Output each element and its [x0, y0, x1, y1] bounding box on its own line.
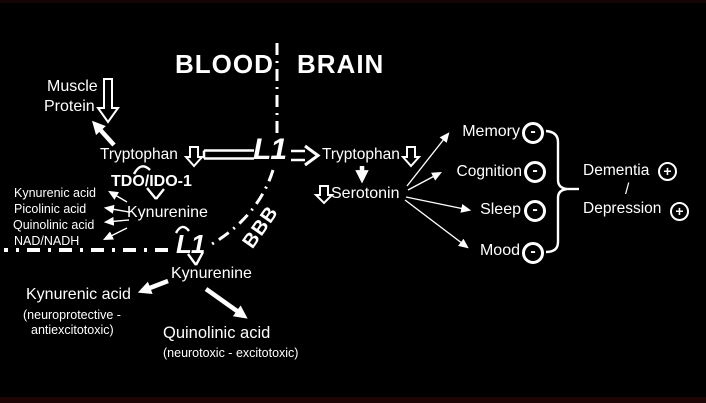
protein-label: Protein	[44, 98, 95, 115]
l1-transport-arrow	[202, 144, 321, 167]
arrowhead-l1-to-kynurenine	[187, 251, 205, 266]
right-arrow-head	[304, 144, 321, 167]
hook-arrows	[132, 165, 205, 266]
outcome-separator: /	[625, 181, 630, 198]
tryptophan-blood-decrease-arrow-icon	[183, 146, 205, 168]
depression-label: Depression	[583, 200, 662, 217]
arrow-kynurenine-to-kynurenic-acid	[137, 278, 169, 295]
arrow-to-quinolinic-acid-list	[103, 216, 130, 226]
serotonin-effect-arrows	[404, 132, 472, 249]
kynurenic-acid-note-line2: antiexcitotoxic)	[31, 323, 114, 337]
memory-minus-badge: -	[522, 122, 544, 144]
hollow-arrows	[96, 78, 422, 205]
metabolite-quinolinic-acid: Quinolinic acid	[13, 218, 95, 232]
tdo-ido-enzyme-label: TDO/IDO-1	[111, 173, 192, 190]
effect-mood-label: Mood	[479, 242, 520, 259]
sleep-minus-badge: -	[524, 200, 546, 222]
bottom-edge-strip	[0, 397, 706, 403]
arrow-to-picolinic-acid-list	[103, 204, 130, 214]
bbb-dashdot-line	[4, 43, 279, 252]
quinolinic-acid-label: Quinolinic acid	[163, 324, 271, 342]
hook-tryptophan-to-tdo	[132, 165, 151, 175]
arrow-serotonin-to-sleep	[405, 196, 472, 213]
kynurenine-brain-label: Kynurenine	[171, 265, 252, 282]
brace-curve	[545, 129, 568, 254]
kynurenic-acid-label: Kynurenic acid	[26, 286, 131, 303]
serotonin-decrease-arrow-icon	[313, 185, 335, 205]
tryptophan-brain-label: Tryptophan	[322, 146, 400, 163]
kynurenine-metabolite-arrows	[102, 190, 130, 241]
metabolite-picolinic-acid: Picolinic acid	[14, 202, 87, 216]
l1-transporter-top-label: L1	[253, 133, 287, 166]
tryptophan-brain-decrease-arrow-icon	[400, 146, 422, 168]
l1-transporter-bottom-label: L1	[176, 229, 205, 259]
arrow-serotonin-to-mood	[404, 199, 469, 249]
metabolite-kynurenic-acid: Kynurenic acid	[14, 186, 96, 200]
hook-kynurenine-to-l1	[174, 225, 190, 234]
muscle-protein-decrease-arrow-icon	[96, 78, 120, 124]
metabolite-nad-nadh: NAD/NADH	[14, 234, 80, 248]
arrow-serotonin-to-memory	[406, 132, 450, 187]
effect-cognition-label: Cognition	[456, 163, 523, 180]
mood-minus-badge: -	[522, 242, 544, 264]
muscle-label: Muscle	[47, 78, 98, 95]
arrow-to-nad-nadh-list	[102, 227, 128, 241]
arrow-serotonin-to-cognition	[407, 171, 442, 191]
dementia-label: Dementia	[583, 162, 650, 179]
top-edge-strip	[0, 0, 706, 3]
solid-arrows	[92, 120, 369, 319]
serotonin-label: Serotonin	[331, 185, 400, 202]
brain-region-label: BRAIN	[297, 49, 385, 79]
dementia-plus-badge: +	[658, 162, 677, 181]
cognition-minus-badge: -	[524, 161, 546, 183]
blood-region-label: BLOOD	[175, 49, 274, 79]
effect-memory-label: Memory	[462, 123, 520, 140]
depression-plus-badge: +	[670, 202, 689, 221]
arrow-tryptophan-to-muscle-protein	[92, 120, 116, 147]
arrowhead-tdo-to-kynurenine	[146, 187, 165, 200]
effects-brace	[545, 129, 579, 254]
quinolinic-acid-note: (neurotoxic - excitotoxic)	[163, 346, 299, 360]
kynurenine-blood-label: Kynurenine	[127, 204, 208, 221]
effect-sleep-label: Sleep	[480, 201, 521, 218]
arrow-kynurenine-to-quinolinic-acid	[204, 287, 248, 319]
kynurenic-acid-note-line1: (neuroprotective -	[23, 308, 121, 322]
arrow-to-kynurenic-acid-list	[108, 190, 128, 203]
bbb-line-curve-segment	[211, 169, 275, 246]
tryptophan-blood-label: Tryptophan	[100, 146, 178, 163]
